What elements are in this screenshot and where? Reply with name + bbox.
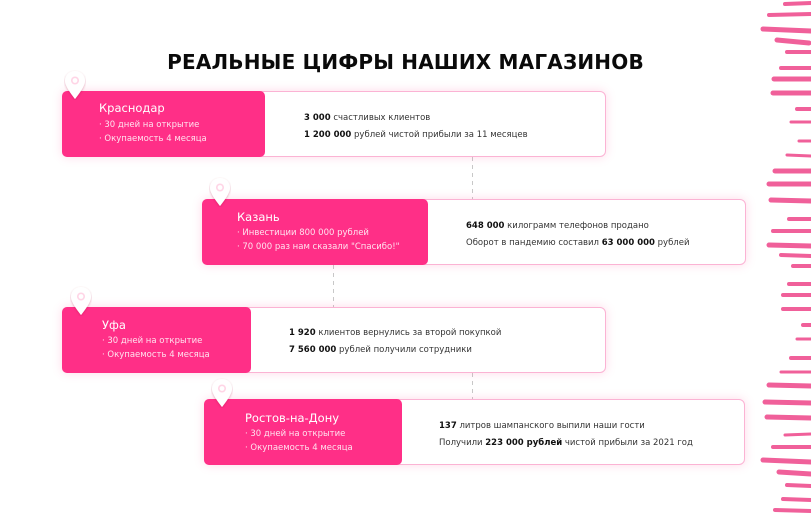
location-pin-icon (65, 71, 85, 99)
location-pin-icon (212, 379, 232, 407)
store-bullet: · Окупаемость 4 месяца (99, 134, 207, 144)
fact-line: 137 литров шампанского выпили наши гости (439, 421, 645, 431)
connector-line (472, 157, 473, 199)
store-header: Казань · Инвестиции 800 000 рублей · 70 … (202, 199, 428, 265)
store-facts: 648 000 килограмм телефонов продано Обор… (466, 220, 690, 254)
store-bullet: · Окупаемость 4 месяца (245, 443, 353, 453)
fact-line: 7 560 000 рублей получили сотрудники (289, 345, 472, 355)
store-city: Казань (237, 210, 280, 224)
page-title: РЕАЛЬНЫЕ ЦИФРЫ НАШИХ МАГАЗИНОВ (167, 50, 644, 74)
store-bullet: · 70 000 раз нам сказали "Спасибо!" (237, 242, 400, 252)
store-facts: 137 литров шампанского выпили наши гости… (439, 420, 693, 454)
fact-line: 648 000 килограмм телефонов продано (466, 221, 649, 231)
store-city: Уфа (102, 318, 126, 332)
location-pin-icon (210, 178, 230, 206)
decorative-stripes (760, 1, 811, 513)
store-bullet: · 30 дней на открытие (102, 336, 203, 346)
store-bullet: · Инвестиции 800 000 рублей (237, 228, 369, 238)
store-bullet: · Окупаемость 4 месяца (102, 350, 210, 360)
store-header: Краснодар · 30 дней на открытие · Окупае… (62, 91, 265, 157)
store-city: Ростов-на-Дону (245, 411, 340, 425)
fact-line: Оборот в пандемию составил 63 000 000 ру… (466, 238, 690, 248)
store-facts: 3 000 счастливых клиентов 1 200 000 рубл… (304, 112, 528, 146)
location-pin-icon (71, 287, 91, 315)
store-city: Краснодар (99, 101, 165, 115)
store-bullet: · 30 дней на открытие (245, 429, 346, 439)
store-header: Ростов-на-Дону · 30 дней на открытие · О… (204, 399, 402, 465)
store-header: Уфа · 30 дней на открытие · Окупаемость … (62, 307, 251, 373)
store-card-kazan: Казань · Инвестиции 800 000 рублей · 70 … (202, 199, 746, 265)
store-facts: 1 920 клиентов вернулись за второй покуп… (289, 327, 501, 361)
store-card-ufa: Уфа · 30 дней на открытие · Окупаемость … (62, 307, 606, 373)
connector-line (472, 373, 473, 399)
store-card-krasnodar: Краснодар · 30 дней на открытие · Окупае… (62, 91, 606, 157)
store-card-rostov: Ростов-на-Дону · 30 дней на открытие · О… (204, 399, 745, 465)
fact-line: 1 200 000 рублей чистой прибыли за 11 ме… (304, 130, 528, 140)
fact-line: 3 000 счастливых клиентов (304, 113, 431, 123)
fact-line: Получили 223 000 рублей чистой прибыли з… (439, 438, 693, 448)
store-bullet: · 30 дней на открытие (99, 120, 200, 130)
fact-line: 1 920 клиентов вернулись за второй покуп… (289, 328, 502, 338)
connector-line (333, 265, 334, 307)
